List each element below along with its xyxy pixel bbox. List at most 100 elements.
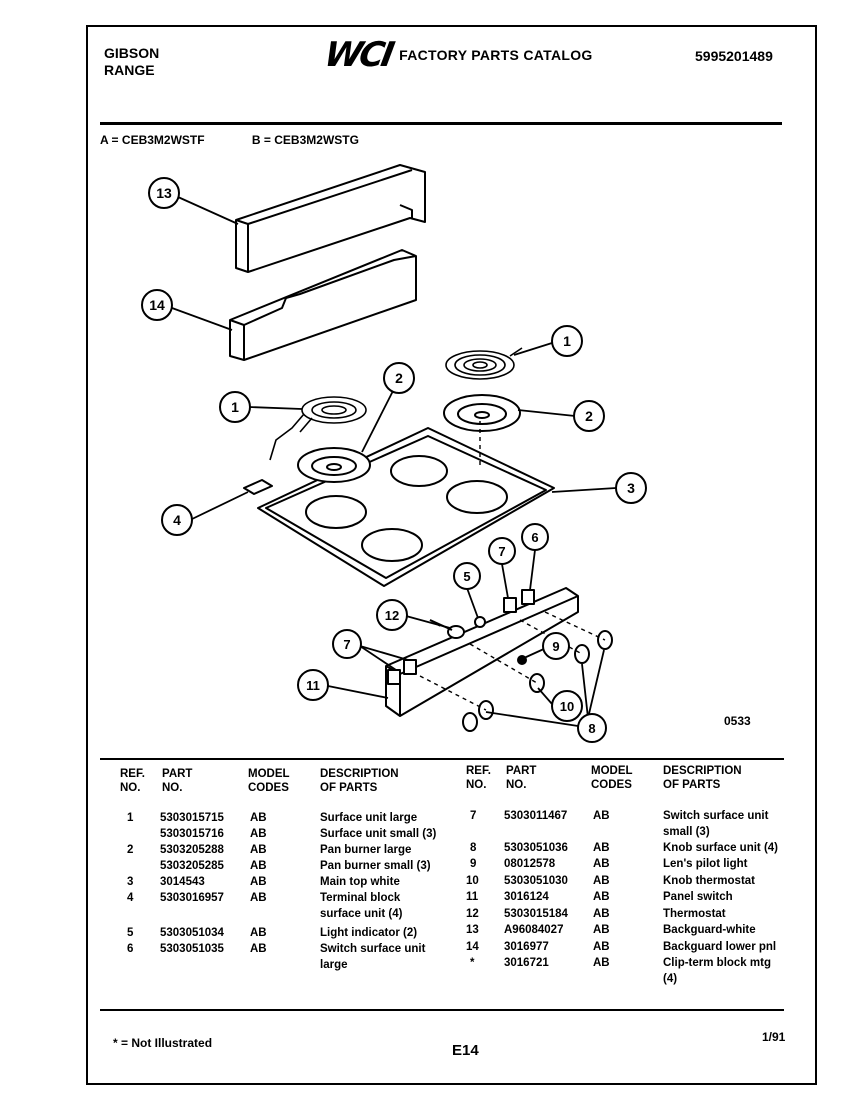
part-cell: 08012578 [504,858,556,870]
ref-cell: * [470,957,475,969]
ref-cell: 7 [470,810,477,822]
header-model-line2: CODES [591,779,632,791]
header-desc-line1: DESCRIPTION [663,765,742,777]
page-number: E14 [452,1042,479,1059]
callout-5-label: 5 [463,569,470,584]
model-b: B = CEB3M2WSTG [251,133,359,147]
model-cell: AB [250,828,267,840]
main-top-part [257,427,555,587]
desc-cell: Light indicator (2) [320,927,418,939]
callout-2-left: 2 [383,362,415,394]
model-a: A = CEB3M2WSTF [100,133,205,147]
revision-date: 1/91 [762,1030,786,1044]
header-ref-line1: REF. [120,768,145,780]
footnote: * = Not Illustrated [113,1036,213,1050]
diagram-code: 0533 [724,714,751,728]
callout-9: 9 [542,632,570,660]
header-desc-line2: OF PARTS [320,782,378,794]
callout-7-top-label: 7 [498,544,505,559]
header-desc-left: DESCRIPTION OF PARTS [320,767,399,795]
part-cell: 5303205288 [160,844,224,856]
ref-cell: 9 [470,858,477,870]
header-rule [100,122,782,125]
callout-3: 3 [615,472,647,504]
callout-12: 12 [376,599,408,631]
part-cell: 3014543 [160,876,205,888]
header-part-line1: PART [506,765,537,777]
header-desc-line2: OF PARTS [663,779,721,791]
callout-4: 4 [161,504,193,536]
callout-4-label: 4 [173,512,181,528]
callout-8: 8 [577,713,607,743]
desc-cell: Clip-term block mtg [663,957,771,969]
callout-13: 13 [148,177,180,209]
model-cell: AB [250,943,267,955]
model-cell: AB [593,924,610,936]
part-cell: 5303051036 [504,842,568,854]
desc-cell: Switch surface unit [663,810,769,822]
catalog-header: WCI FACTORY PARTS CATALOG [321,35,593,75]
desc-cell: Panel switch [663,891,733,903]
part-cell: 5303011467 [504,810,568,822]
header-model-left: MODEL CODES [248,767,290,795]
model-cell: AB [593,858,610,870]
model-cell: AB [250,892,267,904]
callout-12-label: 12 [385,608,399,623]
pan-burner-right [443,394,521,432]
header-ref-line2: NO. [120,782,141,794]
ref-cell: 4 [127,892,134,904]
callout-14-label: 14 [149,297,165,313]
thermostat-part [429,619,465,639]
model-cell: AB [250,876,267,888]
desc-cell: small (3) [663,826,710,838]
callout-7-top: 7 [488,537,516,565]
desc-cell: (4) [663,973,678,985]
header-model-line2: CODES [248,782,289,794]
header-part-left: PART NO. [162,767,192,795]
desc-cell: Knob surface unit (4) [663,842,779,854]
wci-logo: WCI [321,35,395,75]
header-model-line1: MODEL [248,768,290,780]
part-cell: 5303015716 [160,828,224,840]
header-ref-line2: NO. [466,779,487,791]
callout-2-left-label: 2 [395,370,403,386]
surface-unit-right [445,347,523,380]
model-cell: AB [593,810,610,822]
callout-1-left: 1 [219,391,251,423]
callout-11-label: 11 [306,678,320,693]
callout-6-label: 6 [531,530,538,545]
header-part-right: PART NO. [506,764,536,792]
catalog-title: FACTORY PARTS CATALOG [399,47,593,63]
part-cell: 3016977 [504,941,549,953]
callout-1-right: 1 [551,325,583,357]
callout-8-label: 8 [588,721,595,736]
header-part-line2: NO. [162,782,183,794]
header-ref-left: REF. NO. [120,767,145,795]
ref-cell: 6 [127,943,134,955]
desc-cell: Thermostat [663,908,726,920]
table-bottom-rule [100,1009,784,1011]
pan-burner-left [297,447,371,483]
callout-10-label: 10 [560,699,574,714]
part-cell: 5303051035 [160,943,224,955]
part-cell: 5303016957 [160,892,224,904]
part-cell: A96084027 [504,924,564,936]
desc-cell: Switch surface unit [320,943,426,955]
document-number: 5995201489 [695,48,773,64]
model-cell: AB [593,908,610,920]
model-cell: AB [250,812,267,824]
part-cell: 3016124 [504,891,549,903]
header-desc-line1: DESCRIPTION [320,768,399,780]
desc-cell: Terminal block [320,892,401,904]
callout-9-label: 9 [552,639,559,654]
callouts: 13 14 1 2 1 2 3 4 7 6 5 12 7 9 11 10 8 [141,177,647,743]
header-part-line1: PART [162,768,193,780]
part-cell: 5303015184 [504,908,568,920]
desc-cell: surface unit (4) [320,908,403,920]
model-cell: AB [593,875,610,887]
ref-cell: 14 [466,941,479,953]
switch-parts [387,589,535,685]
model-cell: AB [593,941,610,953]
ref-cell: 10 [466,875,479,887]
model-cell: AB [250,844,267,856]
